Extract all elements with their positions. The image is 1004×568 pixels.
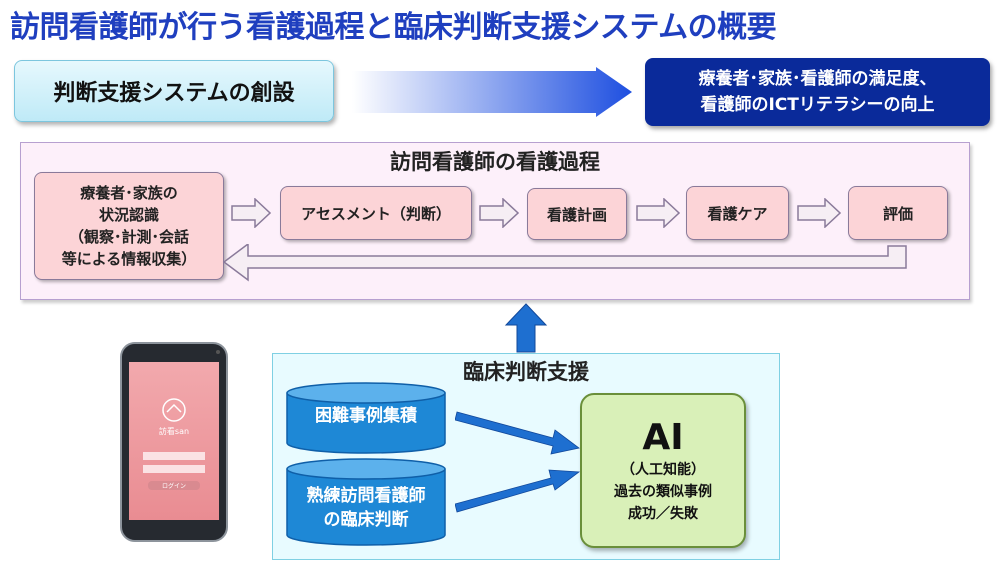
step-nursing-care: 看護ケア (686, 186, 789, 240)
ai-box: AI （人工知能） 過去の類似事例 成功／失敗 (580, 393, 746, 548)
progress-arrow (352, 67, 632, 117)
flow-arrow-3 (636, 198, 680, 228)
data-to-ai-arrows (455, 411, 581, 513)
db-difficult-cases: 困難事例集積 (315, 406, 417, 426)
database-cylinder-1 (286, 382, 446, 454)
support-to-process-arrow (504, 303, 548, 353)
phone-app-name: 訪看san (158, 427, 190, 436)
goal-line-2: 看護師のICTリテラシーの向上 (700, 95, 935, 115)
clinical-support-title: 臨床判断支援 (463, 360, 589, 384)
ai-line-1: （人工知能） (621, 461, 705, 478)
step1-line-4: 等による情報収集） (61, 250, 197, 268)
database-cylinder-2 (286, 458, 446, 546)
system-creation-box: 判断支援システムの創設 (14, 60, 334, 122)
diagram-title: 訪問看護師が行う看護過程と臨床判断支援システムの概要 (10, 10, 777, 45)
step1-line-2: 状況認識 (98, 206, 159, 224)
step-care-plan: 看護計画 (527, 188, 627, 240)
step1-line-1: 療養者･家族の (80, 184, 178, 202)
phone-login-button: ログイン (161, 483, 186, 490)
ai-line-2: 過去の類似事例 (614, 483, 712, 500)
nursing-process-title: 訪問看護師の看護過程 (390, 150, 600, 174)
goal-box: 療養者･家族･看護師の満足度、 看護師のICTリテラシーの向上 (645, 58, 990, 126)
flow-arrow-1 (231, 198, 271, 228)
step-situation-awareness: 療養者･家族の 状況認識 （観察･計測･会話 等による情報収集） (34, 172, 224, 280)
db-expert-judgment: 熟練訪問看護師 の臨床判断 (285, 484, 447, 532)
db2-line-1: 熟練訪問看護師 (306, 486, 426, 506)
ai-line-3: 成功／失敗 (628, 505, 698, 522)
flow-arrow-2 (479, 198, 519, 228)
step-assessment: アセスメント（判断） (280, 186, 472, 240)
feedback-arrow (222, 244, 907, 282)
ai-title: AI (642, 416, 684, 458)
smartphone-app-image (120, 342, 228, 542)
goal-line-1: 療養者･家族･看護師の満足度、 (698, 69, 937, 89)
flow-arrow-4 (797, 198, 841, 228)
step1-line-3: （観察･計測･会話 (68, 228, 189, 246)
db2-line-2: の臨床判断 (323, 510, 409, 530)
step-evaluation: 評価 (848, 186, 948, 240)
